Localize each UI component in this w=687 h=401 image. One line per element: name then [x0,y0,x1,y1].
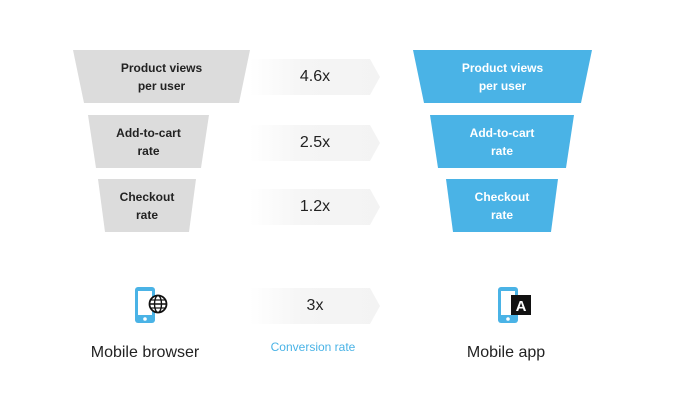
funnel-label: Add-to-cart rate [469,125,535,158]
funnel-right-add-to-cart: Add-to-cart rate [430,115,574,168]
multiplier-arrow-product-views: 4.6x [250,59,380,95]
arrow-shape [250,59,380,95]
phone-globe-icon [135,287,168,323]
multiplier-value: 4.6x [299,68,331,85]
phone-app-icon: A [498,287,531,323]
multiplier-arrow-checkout: 1.2x [250,189,380,225]
funnel-shape [88,115,209,168]
multiplier-arrow-add-to-cart: 2.5x [250,125,380,161]
conversion-value: 3x [306,297,324,314]
funnel-label: Checkout rate [119,189,175,222]
funnel-label: Product views per user [120,60,203,93]
funnel-right-product-views: Product views per user [413,50,592,103]
funnel-shape [430,115,574,168]
app-letter: A [516,298,527,315]
funnel-right-checkout: Checkout rate [446,179,558,232]
funnel-shape [73,50,250,103]
funnel-shape [98,179,196,232]
funnel-shape [413,50,592,103]
funnel-left-add-to-cart: Add-to-cart rate [88,115,209,168]
arrow-shape [250,189,380,225]
multiplier-value: 2.5x [299,134,331,151]
funnel-label: Product views per user [461,60,544,93]
arrow-shape [250,125,380,161]
conversion-label: Conversion rate [270,340,356,354]
multiplier-value: 1.2x [299,198,331,215]
arrow-shape [250,288,380,324]
funnel-label: Add-to-cart rate [116,125,181,158]
mobile-browser-label: Mobile browser [90,344,200,361]
funnel-label: Checkout rate [474,189,530,222]
mobile-app-label: Mobile app [466,344,546,361]
funnel-shape [446,179,558,232]
conversion-arrow: 3x [250,288,380,324]
funnel-left-checkout: Checkout rate [98,179,196,232]
funnel-left-product-views: Product views per user [73,50,250,103]
